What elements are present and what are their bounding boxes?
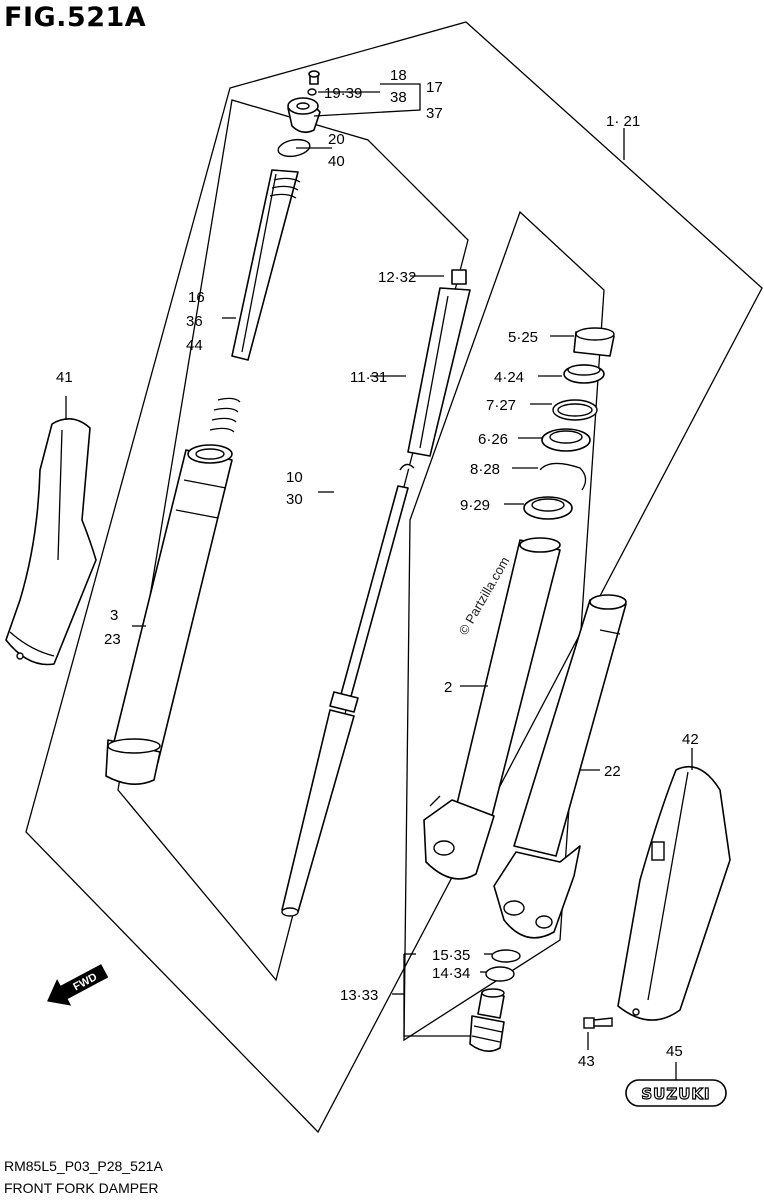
callout-3: 3 bbox=[110, 607, 118, 624]
callout-4-24: 4·24 bbox=[494, 369, 524, 386]
inner-tube-2 bbox=[423, 537, 561, 880]
callout-10: 10 bbox=[286, 469, 303, 486]
callout-17: 17 bbox=[426, 79, 443, 96]
callout-30: 30 bbox=[286, 491, 303, 508]
fork-cap-bolt bbox=[287, 70, 321, 134]
figure-description: FRONT FORK DAMPER bbox=[4, 1180, 159, 1196]
callout-42: 42 bbox=[682, 731, 699, 748]
callout-11-31: 11·31 bbox=[350, 369, 387, 386]
seal-stack bbox=[523, 327, 615, 520]
callout-2: 2 bbox=[444, 679, 452, 696]
callout-22: 22 bbox=[604, 763, 621, 780]
figure-code: RM85L5_P03_P28_521A bbox=[4, 1158, 163, 1174]
callout-41: 41 bbox=[56, 369, 73, 386]
callout-43: 43 bbox=[578, 1053, 595, 1070]
outer-tube bbox=[105, 169, 301, 785]
figure-title: FIG.521A bbox=[4, 2, 147, 33]
callout-20: 20 bbox=[328, 131, 345, 148]
callout-5-25: 5·25 bbox=[508, 329, 538, 346]
callout-44: 44 bbox=[186, 337, 203, 354]
callout-40: 40 bbox=[328, 153, 345, 170]
callout-37: 37 bbox=[426, 105, 443, 122]
leader-lines bbox=[65, 83, 693, 1080]
o-ring-20 bbox=[277, 138, 311, 158]
callout-8-28: 8·28 bbox=[470, 461, 500, 478]
damper-cartridge bbox=[281, 269, 471, 917]
bolt-43 bbox=[583, 1017, 613, 1029]
callout-23: 23 bbox=[104, 631, 121, 648]
callout-7-27: 7·27 bbox=[486, 397, 516, 414]
callout-15-35: 15·35 bbox=[432, 947, 470, 964]
callout-1-21: 1· 21 bbox=[606, 113, 640, 130]
callout-45: 45 bbox=[666, 1043, 683, 1060]
suzuki-emblem: SUZUKI bbox=[625, 1079, 727, 1107]
assembly-frame-damper bbox=[117, 99, 469, 982]
fwd-arrow-icon: FWD bbox=[47, 964, 109, 1006]
callout-19-39: 19·39 bbox=[324, 85, 362, 102]
assembly-frame-tube bbox=[403, 210, 605, 1042]
callout-16: 16 bbox=[188, 289, 205, 306]
inner-tube-22 bbox=[493, 594, 627, 939]
assembly-frame-outer bbox=[25, 21, 763, 1134]
fwd-label: FWD bbox=[71, 971, 99, 993]
callout-6-26: 6·26 bbox=[478, 431, 508, 448]
callout-12-32: 12·32 bbox=[378, 269, 416, 286]
callout-14-34: 14·34 bbox=[432, 965, 470, 982]
callout-13-33: 13·33 bbox=[340, 987, 378, 1004]
fork-guard-41 bbox=[5, 418, 97, 666]
callout-38: 38 bbox=[390, 89, 407, 106]
callout-18: 18 bbox=[390, 67, 407, 84]
base-valve bbox=[469, 949, 521, 1052]
fork-guard-42 bbox=[617, 765, 731, 1021]
callout-36: 36 bbox=[186, 313, 203, 330]
suzuki-emblem-text: SUZUKI bbox=[641, 1085, 710, 1103]
callout-9-29: 9·29 bbox=[460, 497, 490, 514]
